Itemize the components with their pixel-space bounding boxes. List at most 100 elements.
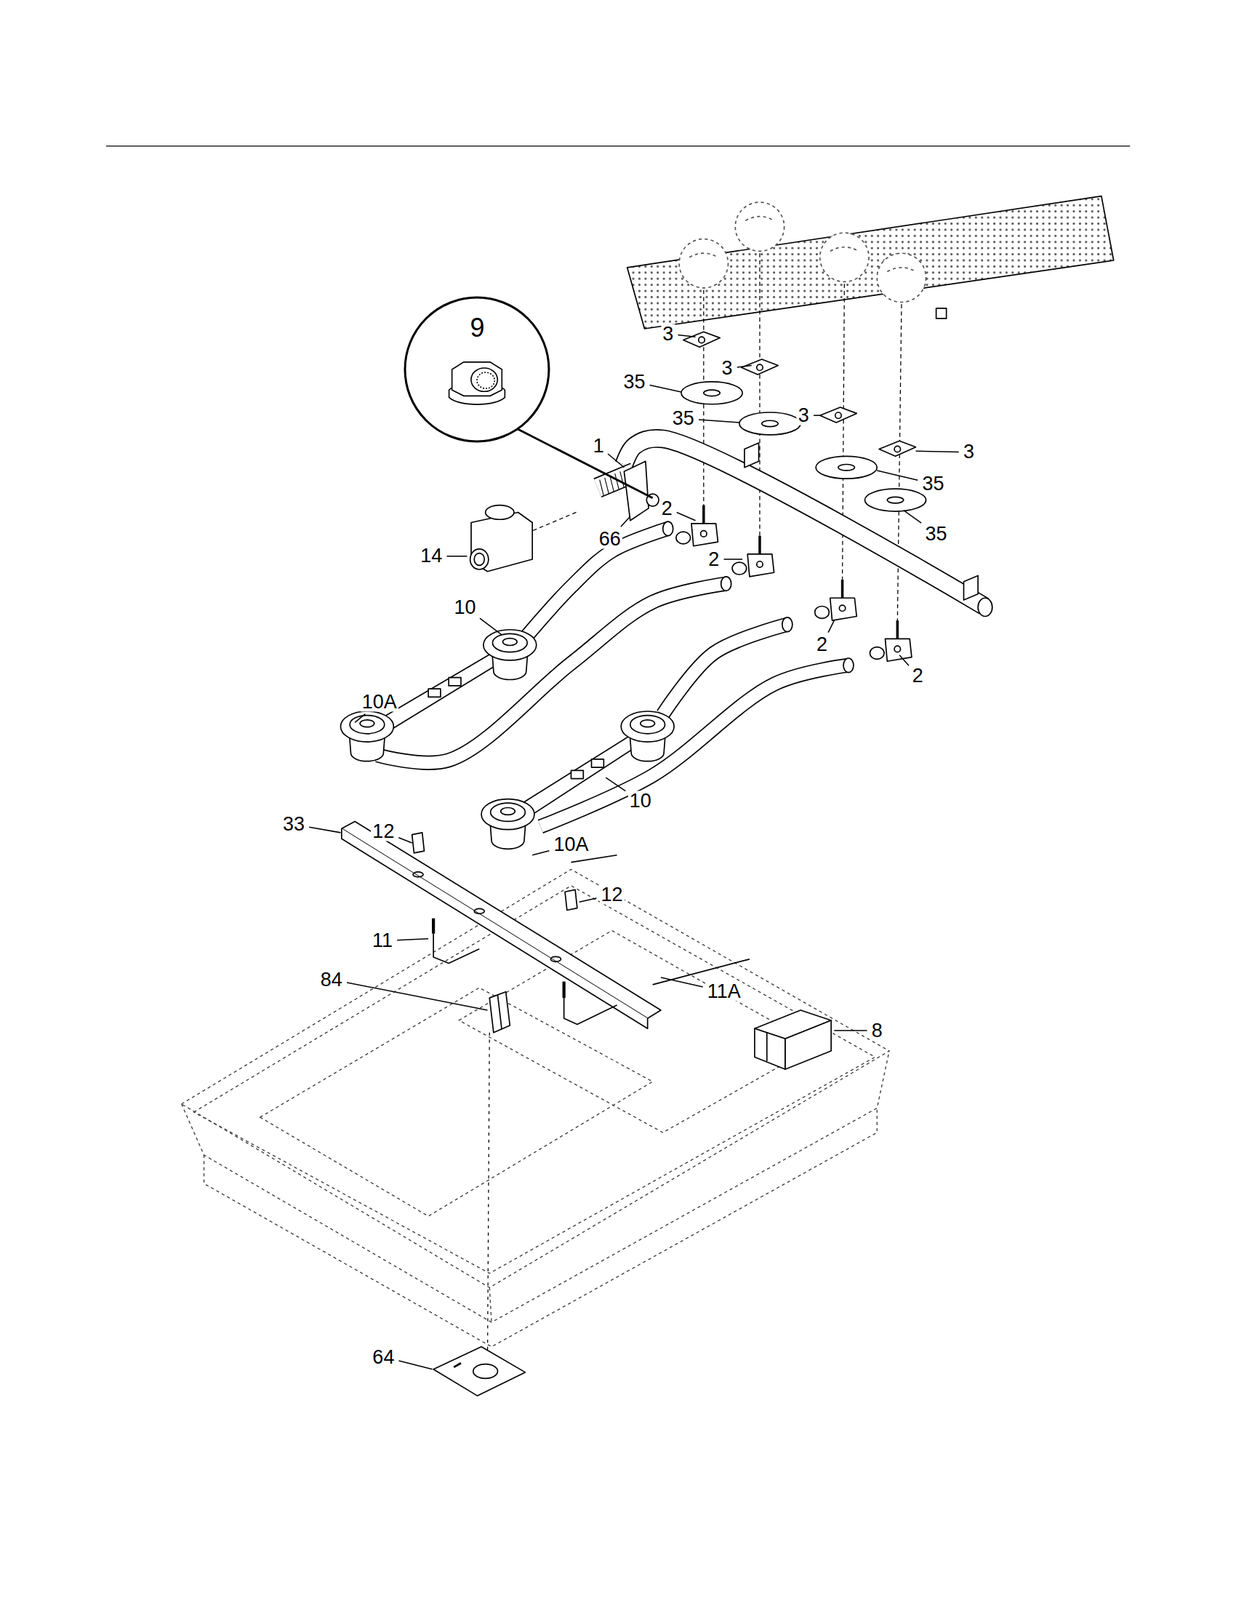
knob-grip [689, 253, 718, 258]
leader-line [398, 837, 412, 843]
leader-line [309, 826, 341, 833]
leader-line [698, 419, 740, 423]
callout-number: 2 [911, 665, 925, 685]
leader-line [354, 713, 365, 723]
callout-number: 10 [452, 596, 478, 617]
burner-cap [490, 802, 526, 821]
leader-line [916, 450, 959, 452]
leader-line [737, 364, 752, 367]
valve-screw [839, 604, 845, 611]
burner-tube [377, 583, 727, 763]
leader-line [903, 510, 922, 524]
knob-seal-hole [703, 389, 720, 396]
ignitor-wire [433, 933, 480, 964]
burner-center [359, 719, 375, 728]
valve-stem [702, 505, 706, 524]
bezel-cap [820, 407, 857, 423]
drawing [106, 146, 1130, 1396]
ignitor-wire [652, 958, 750, 985]
lead-line [487, 1032, 490, 1365]
leader-line [396, 938, 429, 941]
bar-slot [474, 908, 485, 914]
valve-body [830, 597, 857, 621]
leader-line [447, 555, 468, 557]
burner-tube [524, 528, 668, 638]
bracket-plate [591, 759, 605, 768]
leader-line [724, 558, 744, 560]
leader-line [676, 512, 696, 521]
bezel-cap [741, 359, 778, 375]
nut-bore-inner [476, 372, 495, 389]
tray-opening [260, 987, 653, 1216]
callout-number: 11 [370, 930, 395, 951]
knob-outline [679, 239, 728, 288]
callout-number: 3 [796, 404, 811, 425]
spark-module-front [754, 1028, 786, 1069]
burner-tube [540, 665, 849, 827]
leader-line [479, 618, 502, 635]
ignitor-wire [564, 997, 618, 1024]
detail-circle: 9 [403, 295, 551, 443]
venturi-end [843, 657, 854, 673]
callout-number: 1 [591, 435, 606, 456]
electrode [562, 981, 566, 998]
leader-line [813, 414, 823, 416]
manifold-pipe [623, 438, 984, 607]
venturi-end [721, 576, 732, 592]
knob-seal-hole [761, 420, 778, 427]
knob-seal [681, 381, 743, 405]
clip-fold [497, 994, 502, 1030]
leader-line [876, 470, 918, 480]
control-panel [627, 196, 1114, 329]
leader-line [660, 977, 704, 987]
thread-line [599, 479, 605, 496]
knob-grip [830, 247, 859, 252]
callout-number: 3 [961, 442, 976, 462]
valve-stem [896, 620, 900, 639]
venturi-end [782, 617, 793, 632]
burner-tube [377, 583, 727, 763]
leader-line [532, 850, 549, 856]
burner-head [481, 799, 535, 830]
plate-hole [473, 1363, 499, 1379]
burner-head [483, 629, 537, 661]
callout-number: 14 [418, 546, 444, 566]
tray-front [489, 1286, 492, 1322]
callout-number: 3 [720, 358, 735, 379]
spark-module-side [785, 1020, 832, 1069]
callout-number: 2 [815, 634, 829, 655]
burner-tube [540, 665, 849, 827]
plate-slot [453, 1362, 461, 1367]
cover-plate [433, 1346, 525, 1396]
burner-tube [524, 528, 668, 638]
callout-number: 10 [628, 791, 653, 811]
valve-outlet [815, 605, 830, 618]
leader-line [579, 897, 597, 902]
leader-line [620, 516, 631, 527]
burner-clip [564, 889, 578, 910]
callout-number: 10A [551, 834, 590, 855]
callout-number: 84 [319, 969, 344, 989]
valve-outlet [676, 531, 691, 544]
bar-slot [412, 871, 424, 877]
bezel-screw [835, 412, 842, 419]
burner-center [640, 719, 656, 728]
bezel-cap [879, 440, 916, 456]
burner-center [500, 807, 516, 816]
nut-drawing [449, 362, 506, 405]
valve-body [747, 554, 774, 577]
leader-line [677, 335, 696, 338]
callout-number: 35 [920, 473, 946, 493]
leader-line [828, 620, 834, 632]
bezel-screw [756, 364, 763, 371]
callout-number: 66 [597, 528, 623, 549]
module-notch [766, 1032, 768, 1061]
valve-stem [841, 579, 845, 598]
bracket-plate [428, 688, 441, 697]
regulator-cap [485, 505, 515, 520]
knob-grip [745, 216, 774, 222]
valve-screw [756, 561, 763, 568]
leader-line [398, 1360, 432, 1370]
valve-stem [758, 535, 762, 555]
burner-support-bar [341, 820, 661, 1018]
